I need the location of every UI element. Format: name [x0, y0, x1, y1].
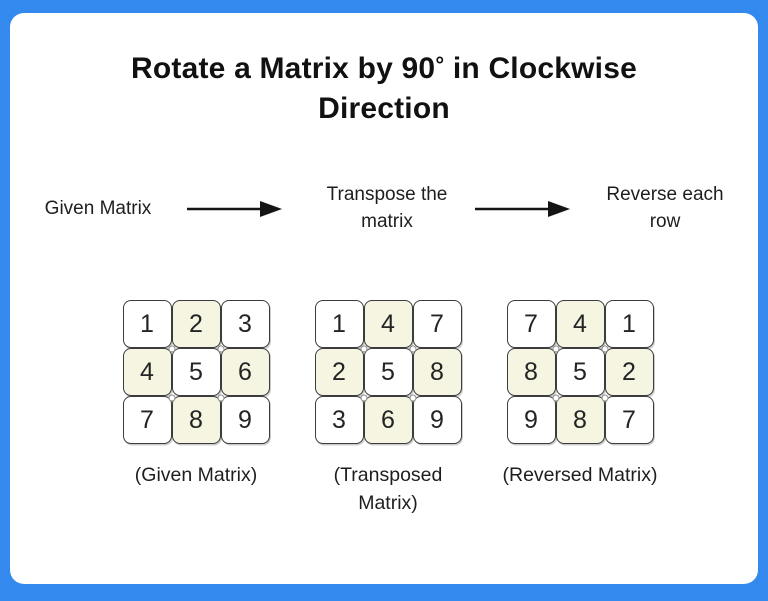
process-flow: Given Matrix Transpose the matrix Reverse…	[10, 181, 758, 239]
flow-step-label: matrix	[361, 211, 413, 232]
cell-junction-dot	[409, 345, 416, 353]
matrix-cell: 8	[555, 396, 605, 444]
matrix-cell: 7	[604, 396, 654, 444]
cell-junction-dot	[360, 394, 367, 402]
matrix-caption: (Reversed Matrix)	[499, 461, 661, 489]
cell-junction-dot	[552, 394, 559, 402]
flow-step-label: Transpose the	[326, 184, 448, 205]
cell-junction-dot	[409, 394, 416, 402]
cell-junction-dot	[168, 394, 175, 402]
matrix-cell: 4	[122, 348, 172, 396]
cell-junction-dot	[217, 394, 224, 402]
matrix-cell: 7	[122, 396, 172, 444]
matrix-cell: 5	[171, 348, 221, 396]
matrix-cell: 2	[171, 300, 221, 348]
arrow-right-icon	[186, 200, 283, 223]
matrix-cell: 1	[314, 300, 364, 348]
flow-step-transpose: Transpose the matrix	[305, 181, 469, 235]
cell-junction-dot	[601, 394, 608, 402]
matrix-cell: 7	[506, 300, 556, 348]
matrix-cell: 6	[220, 348, 270, 396]
cell-junction-dot	[168, 345, 175, 353]
caption-line: (Given Matrix)	[134, 464, 258, 486]
matrix-cell: 9	[220, 396, 270, 444]
cell-junction-dot	[601, 345, 608, 353]
cell-junction-dot	[217, 345, 224, 353]
matrix-cell: 4	[555, 300, 605, 348]
matrix-cell: 9	[412, 396, 462, 444]
matrix-cell: 8	[412, 348, 462, 396]
degree-symbol: °	[435, 52, 445, 77]
caption-line: (Transposed	[333, 464, 443, 486]
matrix-caption: (Given Matrix)	[115, 461, 277, 489]
caption-line: Matrix)	[358, 492, 418, 514]
matrix-cell: 6	[363, 396, 413, 444]
matrix-cell: 3	[220, 300, 270, 348]
matrix-cell: 8	[506, 348, 556, 396]
title-line: Rotate a Matrix by 90° in Clockwise	[131, 52, 637, 85]
cell-junction-dot	[360, 345, 367, 353]
matrix-cell: 1	[122, 300, 172, 348]
matrix-cell: 2	[604, 348, 654, 396]
matrix-cell: 2	[314, 348, 364, 396]
caption-line: (Reversed Matrix)	[502, 464, 658, 486]
flow-step-label: Given Matrix	[44, 198, 152, 219]
matrix-cell: 3	[314, 396, 364, 444]
matrix-cell: 1	[604, 300, 654, 348]
flow-step-reverse: Reverse each row	[583, 181, 747, 235]
matrix-cell: 5	[555, 348, 605, 396]
matrix-cell: 7	[412, 300, 462, 348]
matrix-cell: 4	[363, 300, 413, 348]
title-line: Direction	[318, 92, 450, 125]
matrix-cell: 9	[506, 396, 556, 444]
arrow-right-icon	[474, 200, 571, 223]
cell-junction-dot	[552, 345, 559, 353]
flow-step-label: row	[649, 211, 681, 232]
flow-step-given: Given Matrix	[16, 195, 180, 222]
matrix-cell: 5	[363, 348, 413, 396]
flow-step-label: Reverse each	[606, 184, 724, 205]
matrix-cell: 8	[171, 396, 221, 444]
